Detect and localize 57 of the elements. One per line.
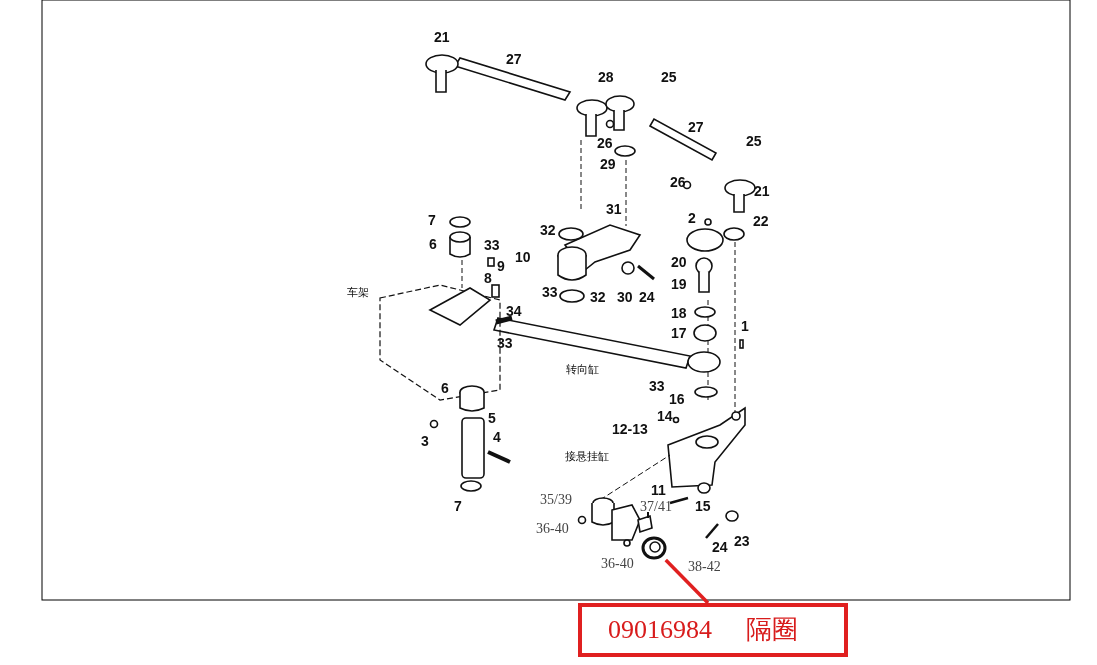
callout-number: 6 [441,381,449,395]
callout-number: 30 [617,290,633,304]
part-name: 转向缸 [566,364,599,375]
callout-number: 24 [712,540,728,554]
callout-number: 6 [429,237,437,251]
callout-number: 24 [639,290,655,304]
callout-number: 23 [734,534,750,548]
callout-number: 32 [540,223,556,237]
part-number-callout-box [578,603,848,657]
callout-number: 19 [671,277,687,291]
callout-number: 35/39 [540,493,572,507]
callout-number: 21 [434,30,450,44]
callout-number: 36-40 [536,522,569,536]
callout-number: 37/41 [640,500,672,514]
callout-number: 7 [454,499,462,513]
callout-number: 32 [590,290,606,304]
callout-number: 20 [671,255,687,269]
callout-number: 38-42 [688,560,721,574]
callout-number: 31 [606,202,622,216]
callout-number: 26 [597,136,613,150]
callout-number: 25 [746,134,762,148]
spacer-ring-drawing [641,536,667,560]
callout-number: 26 [670,175,686,189]
callout-number: 34 [506,304,522,318]
callout-number: 25 [661,70,677,84]
callout-number: 1 [741,319,749,333]
callout-number: 7 [428,213,436,227]
callout-number: 5 [488,411,496,425]
callout-number: 2 [688,211,696,225]
callout-number: 27 [688,120,704,134]
part-name: 接悬挂缸 [565,451,609,462]
callout-number: 18 [671,306,687,320]
callout-number: 17 [671,326,687,340]
callout-number: 28 [598,70,614,84]
callout-number: 15 [695,499,711,513]
callout-number: 3 [421,434,429,448]
callout-number: 21 [754,184,770,198]
part-number: 09016984 [608,617,712,643]
part-name: 车架 [347,287,369,298]
callout-number: 12-13 [612,422,648,436]
callout-number: 22 [753,214,769,228]
callout-number: 10 [515,250,531,264]
callout-number: 33 [649,379,665,393]
callout-number: 27 [506,52,522,66]
callout-number: 11 [651,483,666,497]
callout-number: 16 [669,392,685,406]
callout-number: 14 [657,409,673,423]
callout-number: 36-40 [601,557,634,571]
callout-number: 9 [497,259,505,273]
callout-number: 33 [542,285,558,299]
callout-number: 33 [497,336,513,350]
leader-line [664,558,710,605]
part-name: 隔圈 [746,617,798,643]
callout-number: 8 [484,271,492,285]
callout-number: 4 [493,430,501,444]
callout-number: 29 [600,157,616,171]
callout-number: 33 [484,238,500,252]
